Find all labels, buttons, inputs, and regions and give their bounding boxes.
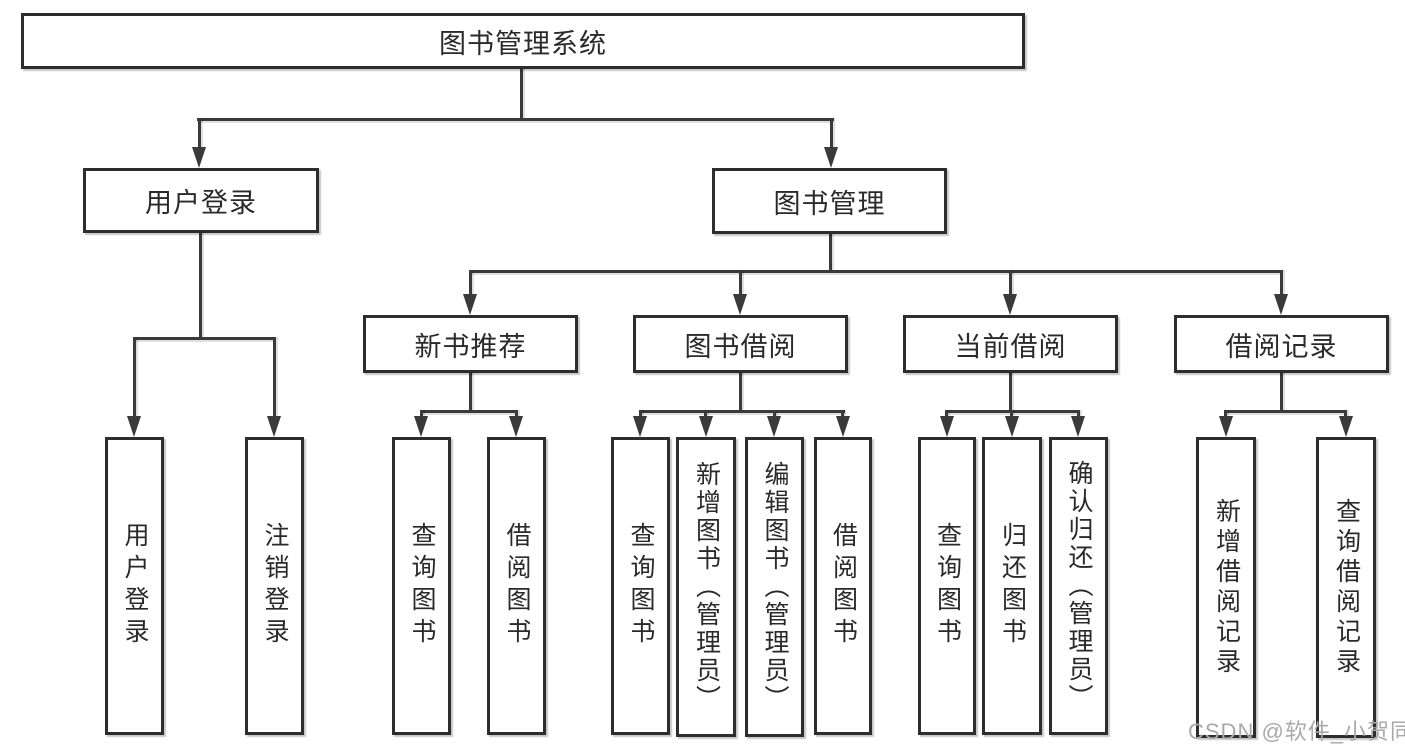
leaf-logout-login: 注销登录 (245, 437, 304, 735)
connector-drop-leaf-logout (273, 337, 276, 418)
node-borrow-records: 借阅记录 (1174, 315, 1389, 373)
node-user-login: 用户登录 (83, 168, 319, 233)
arrowhead-recommend (463, 294, 477, 315)
arrowhead-leaf-login (127, 416, 141, 437)
connector-drop (704, 410, 707, 420)
connector-borrow-branch (639, 410, 845, 413)
leaf-user-login: 用户登录 (105, 437, 164, 735)
arrowhead-leaf-logout (267, 416, 281, 437)
leaf-borrow-edit-books: 编辑图书（管理员） (745, 437, 804, 737)
arrowhead-leaf (940, 416, 954, 437)
arrowhead-book-management (824, 147, 838, 168)
arrowhead-user-login (192, 147, 206, 168)
leaf-records-add-record: 新增借阅记录 (1196, 437, 1256, 738)
connector-drop-book-management (830, 118, 833, 149)
leaf-borrow-add-books: 新增图书（管理员） (676, 437, 736, 737)
leaf-recommend-query-books: 查询图书 (392, 437, 451, 735)
connector-drop (945, 410, 948, 420)
connector-root-stem (520, 69, 523, 118)
connector-drop-user-login (198, 118, 201, 149)
leaf-current-return-books: 归还图书 (982, 437, 1042, 735)
connector-drop-borrow (739, 270, 742, 296)
connector-drop (1344, 410, 1347, 420)
arrowhead-leaf (767, 416, 781, 437)
arrowhead-leaf (699, 416, 713, 437)
connector-drop (639, 410, 642, 420)
arrowhead-current (1003, 294, 1017, 315)
leaf-recommend-borrow-books: 借阅图书 (487, 437, 546, 735)
node-new-book-recommend: 新书推荐 (363, 315, 578, 373)
arrowhead-leaf (1219, 416, 1233, 437)
leaf-borrow-borrow-books: 借阅图书 (814, 437, 872, 735)
arrowhead-leaf (509, 416, 523, 437)
node-borrow-records-label: 借阅记录 (1225, 331, 1338, 362)
arrowhead-leaf (633, 416, 647, 437)
connector-records-stem (1280, 373, 1283, 410)
arrowhead-leaf (1005, 416, 1019, 437)
connector-recommend-branch (420, 410, 518, 413)
node-current-borrow: 当前借阅 (903, 315, 1118, 373)
arrowhead-leaf (414, 416, 428, 437)
leaf-borrow-query-books: 查询图书 (611, 437, 670, 735)
connector-recommend-stem (469, 373, 472, 410)
node-root: 图书管理系统 (21, 13, 1025, 69)
csdn-watermark: CSDN @软件_小贺同学 (1188, 719, 1405, 744)
connector-drop-records (1280, 270, 1283, 296)
leaf-records-query-record: 查询借阅记录 (1316, 437, 1376, 738)
arrowhead-borrow (733, 294, 747, 315)
connector-level2-branch (197, 118, 834, 121)
node-user-login-label: 用户登录 (145, 188, 257, 218)
connector-drop (1077, 410, 1080, 420)
connector-user-login-branch (133, 337, 276, 340)
arrowhead-leaf (836, 416, 850, 437)
leaf-current-confirm-return: 确认归还（管理员） (1049, 437, 1108, 735)
arrowhead-records (1274, 294, 1288, 315)
node-book-borrow-label: 图书借阅 (684, 331, 797, 362)
connector-drop (420, 410, 423, 420)
connector-drop (773, 410, 776, 420)
connector-drop-current (1009, 270, 1012, 296)
arrowhead-leaf (1071, 416, 1085, 437)
connector-drop-leaf-login (133, 337, 136, 418)
arrowhead-leaf (1339, 416, 1353, 437)
leaf-current-query-books: 查询图书 (918, 437, 976, 735)
connector-level3-branch (469, 270, 1283, 273)
connector-user-login-stem (199, 233, 202, 337)
connector-drop (515, 410, 518, 420)
node-new-book-recommend-label: 新书推荐 (414, 331, 527, 362)
connector-drop (1010, 410, 1013, 420)
connector-book-management-stem (829, 234, 832, 270)
node-book-management-label: 图书管理 (773, 188, 886, 219)
connector-drop (841, 410, 844, 420)
node-book-management: 图书管理 (712, 168, 947, 234)
connector-drop (1224, 410, 1227, 420)
connector-drop-recommend (469, 270, 472, 296)
connector-current-stem (1009, 373, 1012, 410)
node-root-label: 图书管理系统 (439, 28, 607, 59)
connector-borrow-stem (739, 373, 742, 410)
node-book-borrow: 图书借阅 (633, 315, 848, 373)
connector-records-branch (1224, 410, 1347, 413)
node-current-borrow-label: 当前借阅 (954, 331, 1067, 362)
